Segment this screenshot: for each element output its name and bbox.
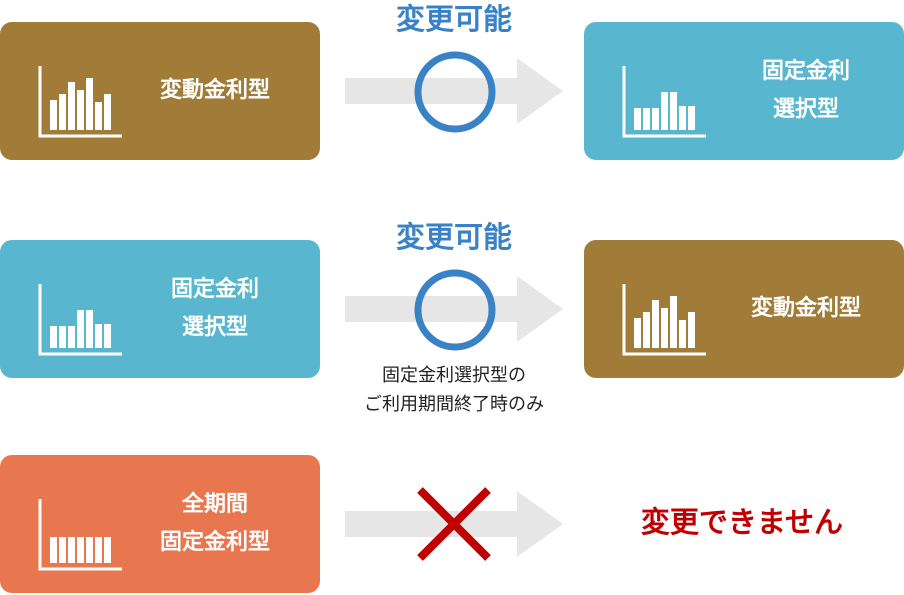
- box-label: 変動金利型: [750, 296, 861, 321]
- bar-chart-variable-icon: [38, 66, 122, 138]
- box-variable-rate-2: 変動金利型: [584, 240, 904, 378]
- circle-ok-icon: [414, 51, 496, 133]
- box-label: 変動金利型: [159, 78, 270, 103]
- box-label-line2: 固定金利型: [159, 530, 270, 555]
- right-arrow-icon: [345, 276, 563, 342]
- bar-chart-variable-icon: [622, 284, 706, 356]
- note-line2: ご利用期間終了時のみ: [364, 394, 544, 415]
- change-possible-label: 変更可能: [395, 220, 512, 254]
- bar-chart-fixed-select-icon: [622, 66, 706, 138]
- box-fixed-select-1: 固定金利 選択型: [584, 22, 904, 160]
- box-fixed-select-2: 固定金利 選択型: [0, 240, 320, 378]
- condition-note: 固定金利選択型の ご利用期間終了時のみ: [304, 361, 604, 419]
- box-variable-rate-1: 変動金利型: [0, 22, 320, 160]
- box-full-fixed: 全期間 固定金利型: [0, 455, 320, 593]
- cross-ng-icon: [417, 487, 491, 561]
- change-not-possible-label: 変更できません: [640, 505, 844, 539]
- box-label-line2: 選択型: [772, 97, 839, 122]
- circle-ok-icon: [414, 269, 496, 351]
- right-arrow-icon: [345, 58, 563, 124]
- bar-chart-flat-icon: [38, 499, 122, 571]
- note-line1: 固定金利選択型の: [382, 365, 526, 386]
- box-label-line1: 全期間: [181, 492, 248, 517]
- box-label-line2: 選択型: [181, 315, 248, 340]
- bar-chart-fixed-select-icon: [38, 284, 122, 356]
- box-label-line1: 固定金利: [761, 59, 850, 84]
- box-label-line1: 固定金利: [170, 277, 259, 302]
- change-possible-label: 変更可能: [395, 2, 512, 36]
